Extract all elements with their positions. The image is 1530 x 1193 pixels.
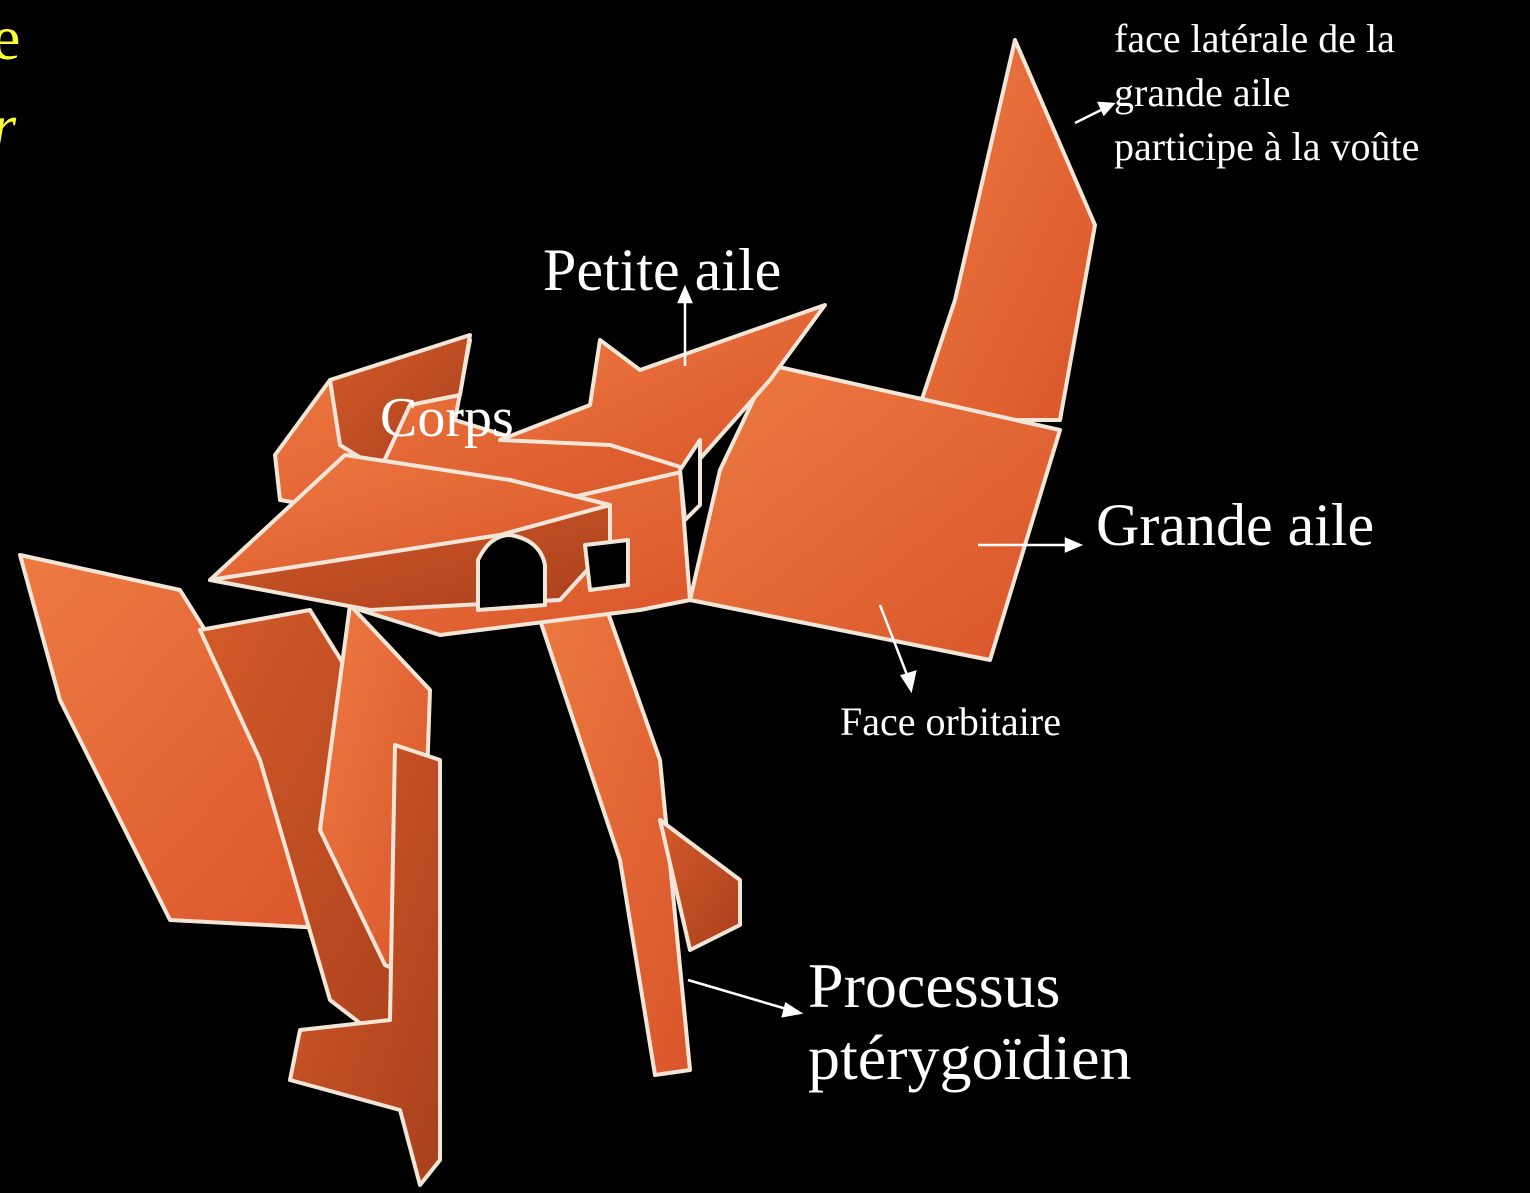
label-corps: Corps [380,390,514,446]
label-grande-aile: Grande aile [1096,495,1374,555]
arrowhead-face-laterale [1099,103,1113,114]
label-processus-line-1: Processus [808,950,1131,1022]
arrowhead-grande-aile [1066,539,1080,551]
arrow-processus [688,980,790,1010]
label-face-laterale-line-2: grande aile [1114,66,1524,120]
label-processus-pterygoidien: Processus ptérygoïdien [808,950,1131,1093]
label-face-laterale: face latérale de la grande aile particip… [1114,12,1524,174]
label-face-laterale-line-1: face latérale de la [1114,12,1524,66]
label-face-orbitaire: Face orbitaire [840,702,1061,742]
arrowhead-processus [783,1004,800,1016]
title-fragment-top: e [0,6,20,70]
title-fragment-bottom: r [0,96,16,158]
sinus-opening-right [585,540,628,590]
arrow-face-laterale [1075,108,1105,123]
arrowhead-face-orbitaire [902,672,915,690]
label-processus-line-2: ptérygoïdien [808,1022,1131,1094]
sinus-opening-left [478,535,545,610]
greater-wing-lateral-plate [915,40,1095,420]
label-face-laterale-line-3: participe à la voûte [1114,120,1524,174]
label-petite-aile: Petite aile [543,240,781,300]
